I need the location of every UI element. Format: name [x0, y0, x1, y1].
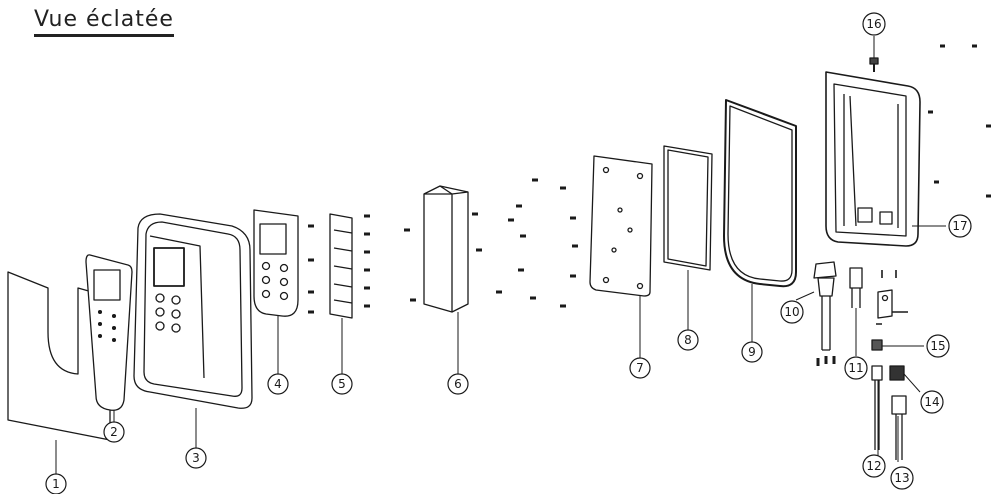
- part-17-rear-housing: [825, 44, 991, 247]
- part-7-mounting-plate: [589, 155, 653, 297]
- callout-15: [926, 334, 950, 358]
- callout-5: [331, 373, 353, 395]
- callout-3: [185, 447, 207, 469]
- part-2-front-overlay: [85, 254, 133, 411]
- callout-12: [862, 454, 886, 478]
- callout-4: [267, 373, 289, 395]
- callout-7: [629, 357, 651, 379]
- callout-label-7: 7: [636, 361, 644, 375]
- callout-13: [890, 466, 914, 490]
- callout-11: [844, 356, 868, 380]
- callout-label-12: 12: [866, 459, 881, 473]
- part-15-nut: [871, 339, 883, 351]
- callout-label-6: 6: [454, 377, 462, 391]
- callout-label-5: 5: [338, 377, 346, 391]
- part-11-small-gland: [849, 267, 863, 308]
- callout-14: [920, 390, 944, 414]
- page-title: Vue éclatée: [34, 6, 174, 37]
- callout-label-1: 1: [52, 477, 60, 491]
- part-9-seal-frame: [723, 99, 797, 288]
- callout-label-11: 11: [848, 361, 863, 375]
- callout-label-3: 3: [192, 451, 200, 465]
- callout-label-17: 17: [952, 219, 967, 233]
- part-14-plug: [889, 365, 905, 381]
- callout-labels: 1 2 3 4 5 6 7 8 9 10 11 12 13 14 15 16 1…: [52, 17, 967, 491]
- callout-label-4: 4: [274, 377, 282, 391]
- callout-label-10: 10: [784, 305, 799, 319]
- part-4-inner-panel: [253, 209, 299, 317]
- callout-label-13: 13: [894, 471, 909, 485]
- leader-lines: [55, 36, 946, 474]
- callout-1: [45, 473, 67, 494]
- callout-label-2: 2: [110, 425, 118, 439]
- callout-label-16: 16: [866, 17, 881, 31]
- callout-10: [780, 300, 804, 324]
- callout-17: [948, 214, 972, 238]
- part-3-front-housing: [133, 213, 253, 409]
- part-5-keypad-board: [308, 213, 370, 319]
- part-6-electronics-box: [404, 185, 482, 313]
- callout-9: [741, 341, 763, 363]
- callout-6: [447, 373, 469, 395]
- part-12-connector: [871, 365, 883, 450]
- callout-label-9: 9: [748, 345, 756, 359]
- part-10-cable-gland: [813, 261, 837, 366]
- callout-label-14: 14: [924, 395, 939, 409]
- callout-circles: [45, 12, 972, 494]
- part-8-thin-panel: [663, 145, 713, 271]
- screws-set-a: [496, 178, 578, 308]
- callout-16: [862, 12, 886, 36]
- callout-label-15: 15: [930, 339, 945, 353]
- part-13-connector-cable: [891, 395, 907, 460]
- callout-label-8: 8: [684, 333, 692, 347]
- callout-2: [103, 421, 125, 443]
- mounting-bracket: [876, 270, 908, 325]
- part-16-screw: [869, 57, 879, 72]
- callout-8: [677, 329, 699, 351]
